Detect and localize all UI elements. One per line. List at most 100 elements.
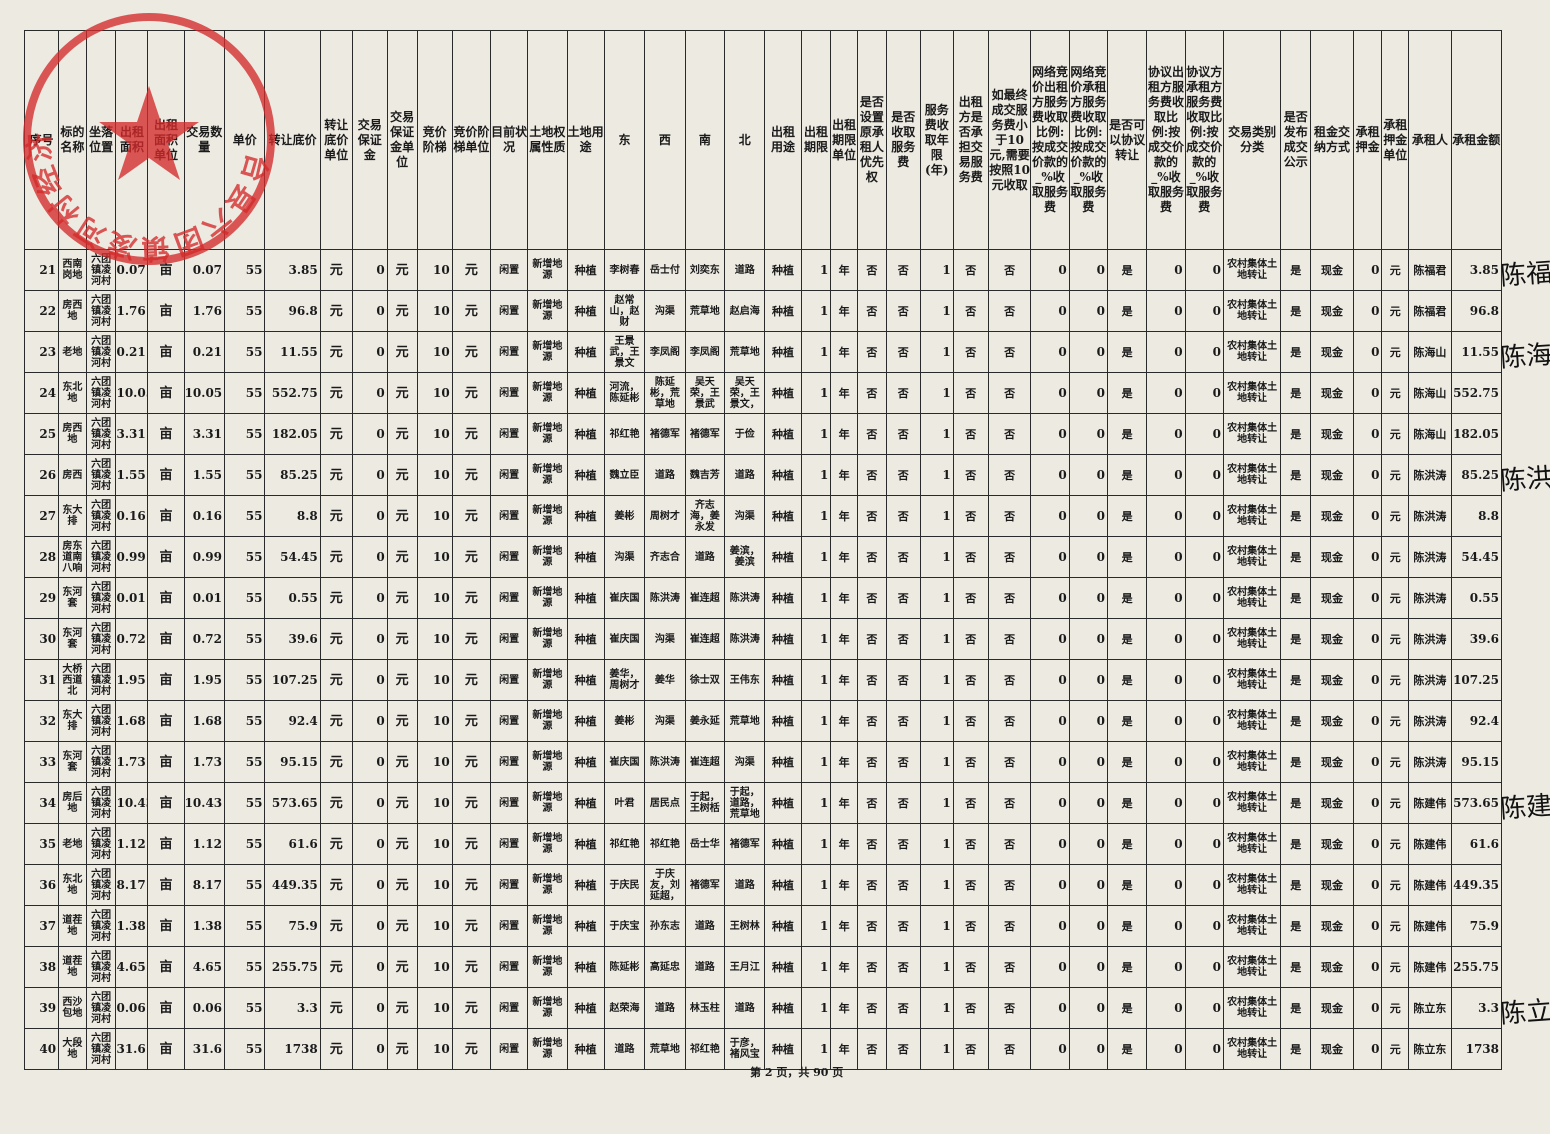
- table-cell: 11.55: [264, 331, 321, 373]
- table-cell: 东河套: [58, 577, 87, 619]
- table-cell: 0: [1068, 659, 1108, 701]
- table-cell: 0: [1146, 864, 1186, 906]
- table-cell: 道路: [723, 454, 766, 496]
- table-cell: 否: [856, 864, 887, 906]
- table-cell: 8.8: [1450, 495, 1503, 537]
- table-cell: 0: [1030, 782, 1070, 824]
- table-cell: 否: [885, 987, 921, 1029]
- table-cell: 元: [1381, 290, 1410, 332]
- table-cell: 否: [952, 782, 989, 824]
- table-cell: 0.21: [115, 331, 149, 373]
- table-cell: 年: [830, 618, 858, 660]
- table-cell: 祁红艳: [603, 823, 646, 865]
- table-cell: 0: [1030, 864, 1070, 906]
- table-cell: 年: [830, 864, 858, 906]
- table-cell: 1: [919, 741, 954, 783]
- table-cell: 否: [885, 413, 921, 455]
- table-cell: 否: [856, 618, 887, 660]
- table-cell: 亩: [147, 372, 185, 414]
- table-cell: 10: [416, 536, 453, 578]
- table-cell: 0: [1030, 1028, 1070, 1070]
- table-cell: 0: [1030, 823, 1070, 865]
- table-cell: 55: [223, 700, 266, 742]
- table-cell: 种植: [764, 618, 802, 660]
- table-cell: 六团镇凌河村: [85, 413, 117, 455]
- table-cell: 0: [1146, 249, 1186, 291]
- table-cell: 种植: [764, 823, 802, 865]
- table-cell: 年: [830, 700, 858, 742]
- table-cell: 新增地源: [527, 249, 568, 291]
- table-cell: 55: [223, 741, 266, 783]
- table-cell: 元: [1381, 618, 1410, 660]
- table-cell: 0: [1184, 1028, 1224, 1070]
- column-header: 承租押金单位: [1381, 30, 1410, 250]
- table-cell: 0: [1352, 659, 1383, 701]
- table-cell: 0: [1068, 372, 1108, 414]
- table-cell: 0: [351, 413, 388, 455]
- table-cell: 1: [919, 331, 954, 373]
- table-cell: 荒草地: [723, 700, 766, 742]
- table-cell: 六团镇凌河村: [85, 495, 117, 537]
- table-cell: 否: [952, 864, 989, 906]
- table-cell: 新增地源: [527, 782, 568, 824]
- table-cell: 新增地源: [527, 823, 568, 865]
- table-cell: 55: [223, 1028, 266, 1070]
- table-cell: 0: [1352, 618, 1383, 660]
- table-cell: 否: [952, 249, 989, 291]
- table-cell: 0.16: [183, 495, 226, 537]
- table-cell: 新增地源: [527, 372, 568, 414]
- table-cell: 95.15: [264, 741, 321, 783]
- table-cell: 75.9: [1450, 905, 1503, 947]
- table-cell: 种植: [764, 700, 802, 742]
- table-cell: 种植: [566, 864, 605, 906]
- table-cell: 老地: [58, 823, 87, 865]
- table-cell: 亩: [147, 659, 185, 701]
- table-cell: 1.38: [183, 905, 226, 947]
- table-cell: 否: [987, 659, 1032, 701]
- table-cell: 1: [919, 864, 954, 906]
- table-cell: 255.75: [1450, 946, 1503, 988]
- table-cell: 种植: [764, 741, 802, 783]
- table-cell: 道路: [644, 454, 686, 496]
- table-cell: 陈福君: [1408, 249, 1452, 291]
- table-cell: 是: [1280, 1028, 1312, 1070]
- table-cell: 种植: [764, 1028, 802, 1070]
- table-cell: 否: [885, 536, 921, 578]
- table-cell: 3.31: [115, 413, 149, 455]
- table-cell: 1.68: [183, 700, 226, 742]
- table-cell: 道路: [723, 249, 766, 291]
- table-cell: 元: [1381, 495, 1410, 537]
- table-cell: 亩: [147, 618, 185, 660]
- table-cell: 0.07: [183, 249, 226, 291]
- table-cell: 孙东志: [644, 905, 686, 947]
- table-cell: 是: [1106, 413, 1148, 455]
- column-header: 东: [603, 30, 646, 250]
- table-cell: 0: [1184, 413, 1224, 455]
- table-cell: 0: [1352, 536, 1383, 578]
- table-cell: 0: [351, 823, 388, 865]
- table-cell: 1: [800, 290, 832, 332]
- table-cell: 东大排: [58, 700, 87, 742]
- table-cell: 种植: [566, 1028, 605, 1070]
- column-header: 竞价阶梯单位: [451, 30, 491, 250]
- table-cell: 农村集体土地转让: [1222, 536, 1282, 578]
- table-cell: 1.12: [115, 823, 149, 865]
- table-cell: 种植: [566, 249, 605, 291]
- table-cell: 陈海山: [1408, 372, 1452, 414]
- table-cell: 8.17: [115, 864, 149, 906]
- table-cell: 1: [800, 413, 832, 455]
- table-cell: 96.8: [1450, 290, 1503, 332]
- table-cell: 55: [223, 905, 266, 947]
- table-cell: 31.6: [183, 1028, 226, 1070]
- table-cell: 李凤阁: [644, 331, 686, 373]
- table-cell: 农村集体土地转让: [1222, 905, 1282, 947]
- table-cell: 元: [451, 372, 491, 414]
- table-cell: 否: [856, 413, 887, 455]
- table-cell: 亩: [147, 331, 185, 373]
